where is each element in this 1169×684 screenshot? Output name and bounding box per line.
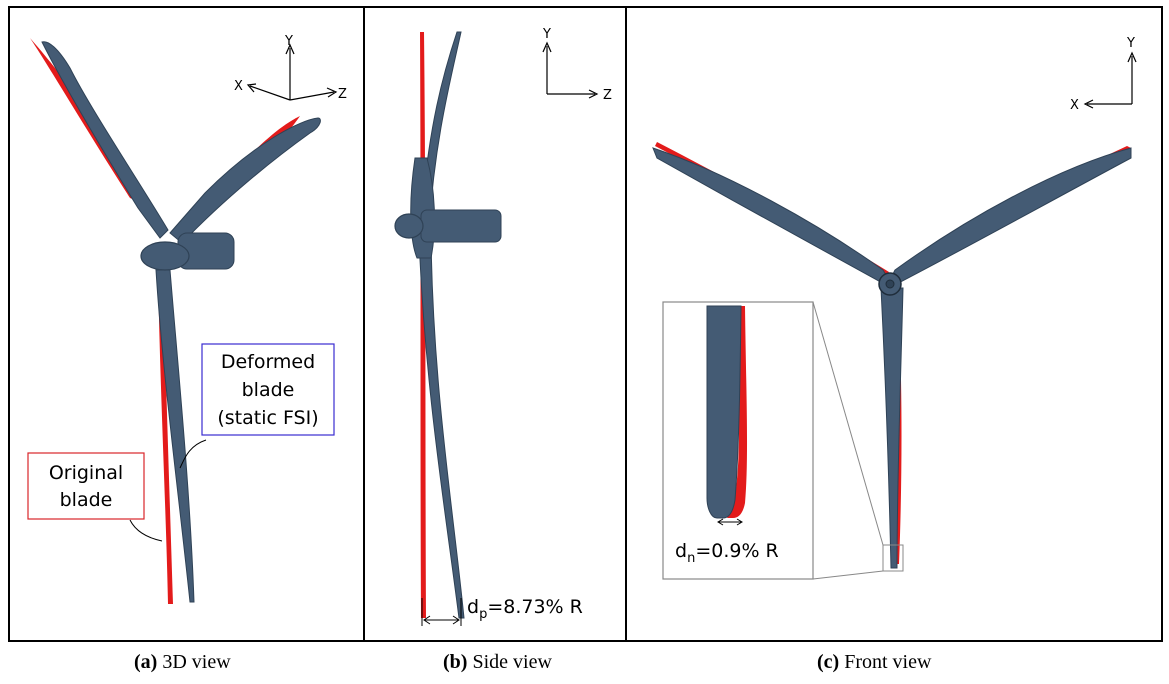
axes-triad-front <box>1083 51 1137 109</box>
deformed-blade-front-lower <box>880 287 904 569</box>
turbine-3d-drawing: Y X Z Deformed blade (static FSI) Origin… <box>27 34 347 604</box>
zoom-connector-bottom <box>812 570 884 580</box>
panel-front-view: Y X dn=0.9% R <box>625 6 1163 642</box>
original-blade-lower <box>158 273 173 604</box>
tip-deflection-dimension <box>421 598 462 626</box>
axis-z-label: Z <box>338 87 347 102</box>
deformed-leader-line <box>179 439 207 469</box>
turbine-front-drawing: Y X dn=0.9% R <box>652 36 1137 580</box>
original-leader-line <box>129 519 163 542</box>
axis-x-label: X <box>234 79 243 94</box>
hub-side <box>394 213 424 239</box>
caption-text-c: Front view <box>839 651 932 673</box>
deformed-blade-label-box <box>201 343 335 436</box>
caption-letter-c: (c) <box>817 651 840 673</box>
axis-x-label-front: X <box>1070 98 1079 113</box>
inset-deformed-tip <box>706 305 742 519</box>
axis-y-label: Y <box>284 34 293 49</box>
tip-offset-dimension <box>717 518 743 526</box>
turbine-side-drawing: Y Z dp=8.73% R <box>394 27 612 626</box>
caption-letter-a: (a) <box>134 651 158 673</box>
deformed-blade-front-right <box>883 147 1132 292</box>
caption-3d-view: (a) 3D view <box>134 651 231 674</box>
original-blade-label-box <box>27 452 145 520</box>
caption-text-b: Side view <box>467 651 552 673</box>
caption-text-a: 3D view <box>157 651 231 673</box>
panel-side-view: Y Z dp=8.73% R <box>363 6 627 642</box>
deformed-label-line3: (static FSI) <box>217 407 318 429</box>
deformed-blade-side-lower <box>418 237 465 619</box>
deformed-blade-upper-left <box>41 41 169 239</box>
zoom-connector-top <box>812 301 884 546</box>
deformed-blade-lower <box>155 269 195 603</box>
axes-triad-side <box>542 41 599 99</box>
deformed-blade-front-left <box>652 147 897 292</box>
original-label-line2: blade <box>60 489 113 511</box>
caption-letter-b: (b) <box>443 651 468 673</box>
tip-offset-label: dn=0.9% R <box>675 540 779 566</box>
axis-y-label-front: Y <box>1126 36 1135 51</box>
caption-side-view: (b) Side view <box>443 651 552 674</box>
tip-deflection-label: dp=8.73% R <box>467 596 583 622</box>
panel-3d-view: Y X Z Deformed blade (static FSI) Origin… <box>8 6 365 642</box>
axis-y-label-side: Y <box>542 27 551 42</box>
zoom-source-box <box>882 544 904 572</box>
hub <box>140 241 190 271</box>
original-label-line1: Original <box>49 462 123 484</box>
deformed-blade-upper-right <box>169 117 321 244</box>
caption-front-view: (c) Front view <box>817 651 931 674</box>
hub-front-center <box>885 279 895 289</box>
deformed-label-line1: Deformed <box>221 351 315 373</box>
nacelle-side <box>420 209 502 243</box>
deformed-label-line2: blade <box>242 379 295 401</box>
inset-original-tip <box>727 306 748 518</box>
axis-z-label-side: Z <box>603 88 612 103</box>
axes-triad <box>246 43 338 101</box>
